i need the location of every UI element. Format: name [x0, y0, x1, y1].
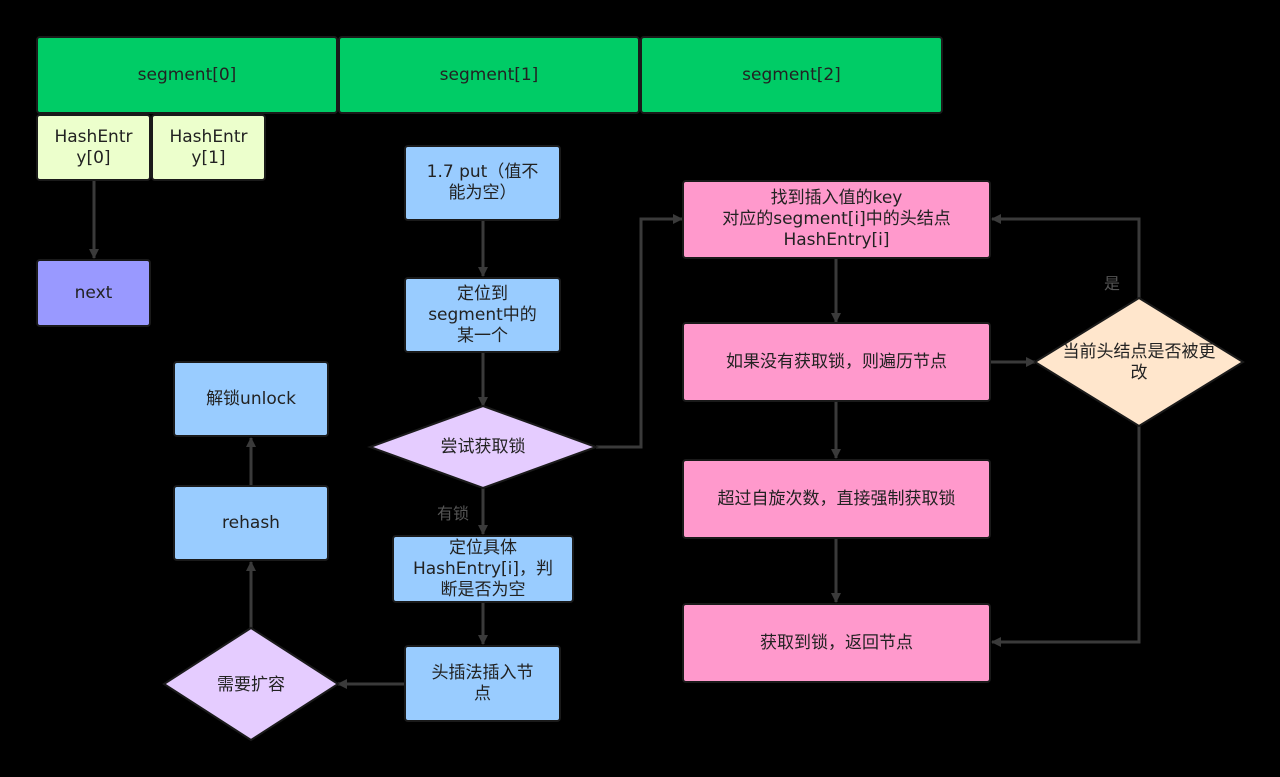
edge-headchanged-yes-to-findhead [991, 214, 1141, 298]
try-lock-label: 尝试获取锁 [440, 436, 526, 457]
has-lock-label: 有锁 [437, 504, 470, 523]
rehash-node: rehash [173, 485, 329, 561]
try-lock-diamond [367, 404, 599, 490]
unlock-node: 解锁unlock [173, 361, 329, 437]
traverse-node: 如果没有获取锁，则遍历节点 [682, 322, 991, 402]
put-start: 1.7 put（值不 能为空） [404, 145, 561, 221]
locate-hash-entry: 定位具体 HashEntry[i]，判 断是否为空 [392, 535, 574, 603]
need-resize-diamond [162, 626, 340, 742]
segment-1: segment[1] [338, 36, 640, 114]
head-changed-label: 当前头结点是否被更 改 [1062, 342, 1216, 383]
locate-segment: 定位到 segment中的 某一个 [404, 277, 561, 353]
edge-trylock-to-findhead [596, 214, 683, 449]
need-resize-label: 需要扩容 [217, 674, 285, 695]
edge-headchanged-to-acquired [991, 426, 1141, 647]
yes-label: 是 [1104, 274, 1121, 293]
hash-entry-0: HashEntr y[0] [36, 114, 151, 181]
segment-2: segment[2] [640, 36, 943, 114]
spin-node: 超过自旋次数，直接强制获取锁 [682, 459, 991, 539]
head-insert: 头插法插入节 点 [404, 645, 561, 722]
segment-0: segment[0] [36, 36, 338, 114]
next-node: next [36, 259, 151, 327]
acquired-node: 获取到锁，返回节点 [682, 603, 991, 683]
head-changed-diamond [1033, 296, 1245, 428]
hash-entry-1: HashEntr y[1] [151, 114, 266, 181]
find-head-node: 找到插入值的key 对应的segment[i]中的头结点 HashEntry[i… [682, 180, 991, 259]
